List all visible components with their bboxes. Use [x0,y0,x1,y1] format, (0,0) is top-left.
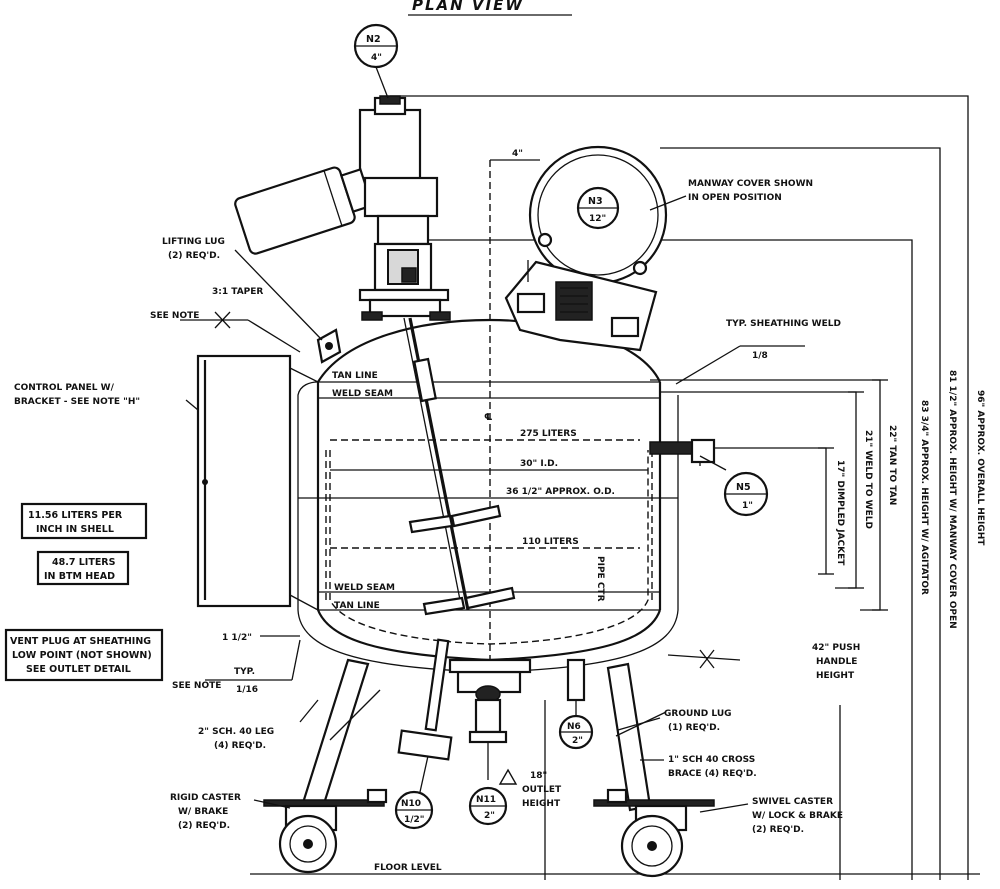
od-approx-label: 36 1/2" APPROX. O.D. [506,487,615,497]
warning-triangle-icon [498,768,518,785]
drawing-title: PLAN VIEW [412,0,524,14]
n10-tag: N10 [401,799,421,809]
tan-to-tan-label: 22" TAN TO TAN [887,425,897,505]
brace-label-2: BRACE (4) REQ'D. [668,769,757,779]
shell-volume-note: 11.56 LITERS PER INCH IN SHELL [20,502,148,540]
n5-size: 1" [742,501,753,511]
lifting-lug-label-2: (2) REQ'D. [168,251,220,261]
liters-110-label: 110 LITERS [522,537,579,547]
leg-label-2: (4) REQ'D. [214,741,266,751]
n3-tag: N3 [588,196,603,207]
n6-callout: N6 2" [558,714,594,750]
ground-lug-label-1: GROUND LUG [664,709,732,719]
n2-tag: N2 [366,34,381,45]
weld-symbol-1-8: 1/8 [752,351,768,361]
swivel-caster-label-3: (2) REQ'D. [752,825,804,835]
lower-impeller [422,586,516,616]
svg-text:VENT PLUG AT SHEATHING: VENT PLUG AT SHEATHING [10,636,151,647]
jacket-height-label: 17" DIMPLED JACKET [835,460,845,566]
n6-stub [566,658,586,716]
weld-seam-bottom-label: WELD SEAM [334,583,395,593]
upper-impeller [408,504,502,534]
vessel-body [297,160,679,700]
floor-level-label: FLOOR LEVEL [374,863,442,873]
n3-callout: N3 12" [576,186,620,230]
control-panel-label-1: CONTROL PANEL W/ [14,383,115,393]
push-handle-label-2: HANDLE [816,657,857,667]
lifting-lug-label-1: LIFTING LUG [162,237,225,247]
liters-275-label: 275 LITERS [520,429,577,439]
brace-label-1: 1" SCH 40 CROSS [668,755,755,765]
head-volume-note: 48.7 LITERS IN BTM HEAD [36,550,130,586]
agitator-motor [234,95,451,321]
weld-note-2: SEE NOTE [172,681,221,691]
svg-text:48.7 LITERS: 48.7 LITERS [52,557,116,568]
n6-size: 2" [572,736,583,746]
ground-lug-label-2: (1) REQ'D. [668,723,720,733]
manway-label-2: IN OPEN POSITION [688,193,782,203]
typ-label: TYP. [234,667,255,677]
manway-label-1: MANWAY COVER SHOWN [688,179,813,189]
weld-seam-top-label: WELD SEAM [332,389,393,399]
svg-text:INCH IN SHELL: INCH IN SHELL [36,524,114,535]
rigid-caster [263,788,388,874]
weld-to-weld-label: 21" WELD TO WELD [863,430,873,529]
pipe-ctr-label: PIPE CTR [595,556,605,602]
manway-height-label: 81 1/2" APPROX. HEIGHT W/ MANWAY COVER O… [947,370,957,629]
n3-size: 12" [589,214,606,224]
manway-assembly [504,145,668,352]
n2-callout: N2 4" [353,23,399,99]
outlet-height-label-1: 18" [530,771,547,781]
svg-text:LOW POINT (NOT SHOWN): LOW POINT (NOT SHOWN) [12,650,152,661]
outlet-height-label-2: OUTLET [522,785,562,795]
agitator-shaft [403,317,516,616]
control-panel-label-2: BRACKET - SEE NOTE "H" [14,397,140,407]
n5-fitting [649,438,716,466]
weld-symbol-1-16: 1/16 [236,685,258,695]
push-handle-label-1: 42" PUSH [812,643,860,653]
n10-callout: N10 1/2" [394,755,434,830]
tan-line-top-label: TAN LINE [332,371,378,381]
swivel-caster-label-2: W/ LOCK & BRAKE [752,811,843,821]
weld-note-1: SEE NOTE [150,311,199,321]
centerline-symbol: ℄ [484,412,493,423]
n5-tag: N5 [736,482,751,493]
weld-symbols [180,311,805,681]
n10-size: 1/2" [404,815,425,825]
swivel-caster-label-1: SWIVEL CASTER [752,797,833,807]
n11-size: 2" [484,811,495,821]
rigid-caster-label-1: RIGID CASTER [170,793,241,803]
swivel-caster [593,788,715,878]
n5-callout: N5 1" [723,471,769,517]
n11-tag: N11 [476,795,496,805]
n6-tag: N6 [567,722,581,732]
rigid-caster-label-3: (2) REQ'D. [178,821,230,831]
tan-line-bottom-label: TAN LINE [334,601,380,611]
legs [300,658,667,812]
id-30-label: 30" I.D. [520,459,558,469]
sheathing-weld-label: TYP. SHEATHING WELD [726,319,841,329]
n10-probe [397,638,453,761]
dim-4-label: 4" [512,149,523,159]
push-handle-label-3: HEIGHT [816,671,855,681]
svg-text:IN BTM HEAD: IN BTM HEAD [44,571,115,582]
n11-callout: N11 2" [468,786,508,826]
n2-size: 4" [371,53,382,63]
leader-lines [185,159,749,813]
outlet-height-label-3: HEIGHT [522,799,561,809]
leg-label-1: 2" SCH. 40 LEG [198,727,274,737]
rigid-caster-label-2: W/ BRAKE [178,807,228,817]
agitator-height-label: 83 3/4" APPROX. HEIGHT W/ AGITATOR [919,400,929,595]
vent-plug-note: VENT PLUG AT SHEATHING LOW POINT (NOT SH… [4,628,164,682]
svg-text:11.56 LITERS PER: 11.56 LITERS PER [28,510,123,521]
one-half-label: 1 1/2" [222,633,252,643]
control-panel [196,354,319,611]
overall-height-label: 96" APPROX. OVERALL HEIGHT [975,390,985,546]
svg-text:SEE OUTLET DETAIL: SEE OUTLET DETAIL [26,664,131,675]
bottom-outlet-valve [448,658,532,780]
taper-label: 3:1 TAPER [212,287,263,297]
lifting-lug [316,328,342,364]
